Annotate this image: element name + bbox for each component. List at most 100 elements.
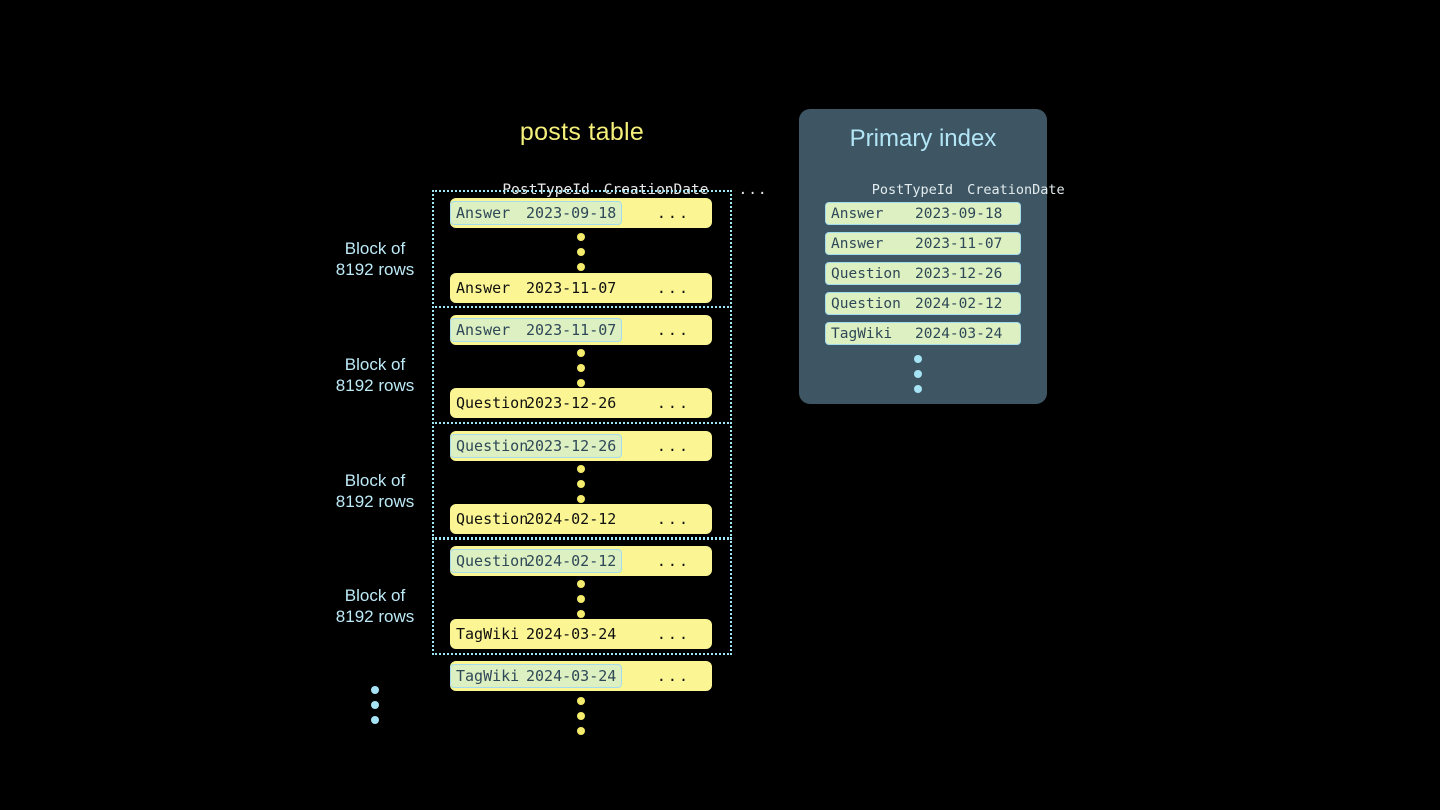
cell-creationdate: 2023-09-18	[915, 205, 1003, 222]
dot	[577, 495, 585, 503]
cell-posttypeid: TagWiki	[456, 667, 520, 685]
block-4-label: Block of 8192 rows	[300, 585, 450, 627]
dot	[577, 712, 585, 720]
block-2-label-line1: Block of	[344, 355, 406, 374]
row-cells: TagWiki 2024-03-24	[450, 622, 622, 646]
cell-creationdate: 2023-12-26	[526, 394, 617, 412]
dot	[371, 701, 379, 709]
primary-index-column-headers: PostTypeId CreationDate	[823, 166, 1065, 214]
vertical-ellipsis-dots	[577, 465, 585, 503]
cell-posttypeid: Question	[831, 295, 901, 312]
dot	[577, 379, 585, 387]
cell-posttypeid: Question	[456, 437, 529, 455]
vertical-ellipsis-dots	[577, 580, 585, 618]
cell-ellipsis: ...	[656, 279, 690, 297]
dot	[371, 686, 379, 694]
block-3-label-line2: 8192 rows	[335, 492, 415, 511]
cell-ellipsis: ...	[656, 552, 690, 570]
table-row: TagWiki 2024-03-24 ...	[450, 619, 712, 649]
index-row: Answer 2023-09-18	[825, 202, 1021, 225]
block-3-label-line1: Block of	[344, 471, 406, 490]
cell-creationdate: 2023-11-07	[915, 235, 1003, 252]
block-4-label-line1: Block of	[344, 586, 406, 605]
cell-creationdate: 2024-02-12	[526, 510, 617, 528]
block-2-label: Block of 8192 rows	[300, 354, 450, 396]
cell-posttypeid: Question	[456, 394, 529, 412]
dot	[577, 610, 585, 618]
block-1-label-line2: 8192 rows	[335, 260, 415, 279]
cell-ellipsis: ...	[656, 321, 690, 339]
cell-ellipsis: ...	[656, 667, 690, 685]
cell-posttypeid: Answer	[831, 205, 884, 222]
cell-creationdate: 2024-03-24	[526, 667, 617, 685]
row-cells: Answer 2023-11-07	[450, 318, 623, 342]
dot	[914, 370, 922, 378]
index-column-header-creationdate: CreationDate	[967, 182, 1065, 198]
cell-posttypeid: Answer	[456, 321, 511, 339]
dot	[577, 727, 585, 735]
cell-creationdate: 2023-11-07	[526, 321, 617, 339]
dot	[577, 349, 585, 357]
vertical-ellipsis-dots-blocks	[371, 686, 379, 724]
row-cells: TagWiki 2024-03-24	[450, 664, 623, 688]
dot	[577, 248, 585, 256]
cell-creationdate: 2023-12-26	[526, 437, 617, 455]
cell-creationdate: 2024-02-12	[526, 552, 617, 570]
dot	[914, 385, 922, 393]
posts-column-header-ellipsis: ...	[738, 182, 768, 198]
dot	[577, 697, 585, 705]
cell-creationdate: 2023-09-18	[526, 204, 617, 222]
dot	[577, 233, 585, 241]
index-row: Answer 2023-11-07	[825, 232, 1021, 255]
index-row: Question 2023-12-26	[825, 262, 1021, 285]
vertical-ellipsis-dots	[577, 349, 585, 387]
block-2-label-line2: 8192 rows	[335, 376, 415, 395]
block-4-label-line2: 8192 rows	[335, 607, 415, 626]
dot	[914, 355, 922, 363]
cell-ellipsis: ...	[656, 394, 690, 412]
cell-creationdate: 2024-03-24	[526, 625, 617, 643]
cell-ellipsis: ...	[656, 625, 690, 643]
cell-creationdate: 2024-02-12	[915, 295, 1003, 312]
block-1-label-line1: Block of	[344, 239, 406, 258]
cell-ellipsis: ...	[656, 204, 690, 222]
block-3	[432, 422, 732, 540]
cell-creationdate: 2023-11-07	[526, 279, 617, 297]
cell-posttypeid: TagWiki	[831, 325, 893, 342]
table-row-trailing: TagWiki 2024-03-24 ...	[450, 661, 712, 691]
index-row: TagWiki 2024-03-24	[825, 322, 1021, 345]
vertical-ellipsis-dots	[577, 233, 585, 271]
cell-posttypeid: TagWiki	[456, 625, 520, 643]
dot	[577, 480, 585, 488]
index-column-header-posttypeid: PostTypeId	[871, 182, 954, 198]
primary-index-title: Primary index	[849, 125, 997, 152]
cell-posttypeid: Answer	[831, 235, 884, 252]
dot	[371, 716, 379, 724]
vertical-ellipsis-dots-bottom	[577, 697, 585, 735]
cell-posttypeid: Question	[456, 510, 529, 528]
primary-index-panel: Primary index PostTypeId CreationDate Ans…	[799, 109, 1065, 404]
table-row: Answer 2023-11-07 ...	[450, 315, 712, 345]
dot	[577, 580, 585, 588]
cell-posttypeid: Question	[831, 265, 901, 282]
dot	[577, 364, 585, 372]
block-4	[432, 537, 732, 655]
cell-creationdate: 2023-12-26	[915, 265, 1003, 282]
cell-ellipsis: ...	[656, 437, 690, 455]
cell-creationdate: 2024-03-24	[915, 325, 1003, 342]
index-vertical-ellipsis-dots	[914, 355, 922, 393]
cell-posttypeid: Question	[456, 552, 529, 570]
posts-table-title: posts table	[519, 118, 645, 146]
